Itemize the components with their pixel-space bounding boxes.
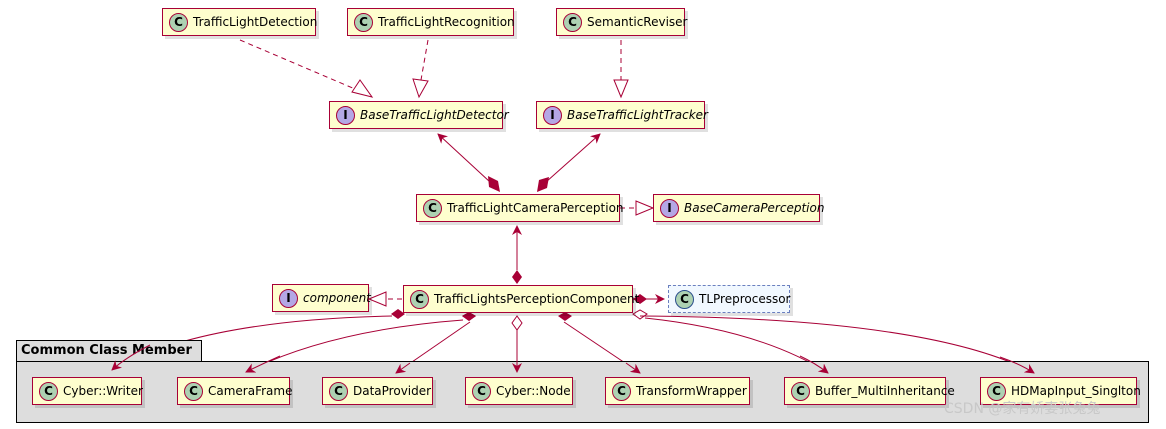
watermark-text: CSDN @家有娇妻张兔兔 [944, 401, 1101, 417]
interface-icon: I [543, 105, 562, 125]
class-name: Cyber::Node [496, 384, 571, 398]
class-icon: C [39, 381, 58, 401]
class-traffic-light-recognition[interactable]: C TrafficLightRecognition [347, 8, 515, 36]
realization-edge-camera-perception [620, 200, 655, 216]
class-transform-wrapper[interactable]: C TransformWrapper [605, 377, 750, 405]
package-title: Common Class Member [21, 343, 192, 358]
class-icon: C [791, 381, 810, 401]
class-icon: C [329, 381, 348, 401]
interface-name: BaseTrafficLightDetector [360, 108, 509, 122]
realization-edge-component [367, 291, 402, 307]
interface-name: BaseCameraPerception [684, 201, 825, 215]
class-name: CameraFrame [208, 384, 293, 398]
package-tab: Common Class Member [16, 340, 202, 362]
interface-icon: I [336, 105, 355, 125]
interface-icon: I [660, 198, 679, 218]
class-name: TrafficLightCameraPerception [447, 201, 624, 215]
class-name: HDMapInput_Singlton [1011, 384, 1141, 398]
interface-component[interactable]: I component [272, 284, 371, 312]
class-camera-frame[interactable]: C CameraFrame [177, 377, 293, 405]
composition-edge-detector [437, 133, 500, 192]
class-icon: C [354, 12, 373, 32]
composition-edge-preprocessor [633, 294, 665, 304]
class-name: SemanticReviser [587, 15, 688, 29]
class-name: DataProvider [353, 384, 432, 398]
class-icon: C [987, 381, 1006, 401]
class-name: TrafficLightsPerceptionComponent [434, 292, 640, 306]
class-icon: C [410, 289, 429, 309]
realization-edge-recognition [412, 39, 429, 99]
class-cyber-node[interactable]: C Cyber::Node [465, 377, 573, 405]
interface-name: component [303, 291, 371, 305]
interface-icon: I [279, 288, 298, 308]
class-traffic-light-detection[interactable]: C TrafficLightDetection [162, 8, 318, 36]
interface-base-traffic-light-detector[interactable]: I BaseTrafficLightDetector [329, 101, 509, 129]
interface-name: BaseTrafficLightTracker [567, 108, 708, 122]
realization-edge-detection [239, 39, 374, 98]
class-semantic-reviser[interactable]: C SemanticReviser [556, 8, 688, 36]
class-buffer-multi-inheritance[interactable]: C Buffer_MultiInheritance [784, 377, 955, 405]
class-name: Cyber::Writer [63, 384, 143, 398]
class-traffic-light-camera-perception[interactable]: C TrafficLightCameraPerception [416, 194, 624, 222]
class-icon: C [169, 12, 188, 32]
class-icon: C [472, 381, 491, 401]
class-traffic-lights-perception-component[interactable]: C TrafficLightsPerceptionComponent [403, 285, 639, 313]
class-name: TLPreprocessor [699, 292, 791, 306]
class-icon: C [563, 12, 582, 32]
class-icon: C [423, 198, 442, 218]
class-icon: C [184, 381, 203, 401]
class-cyber-writer[interactable]: C Cyber::Writer [32, 377, 143, 405]
class-hdmap-input-singlton[interactable]: C HDMapInput_Singlton [980, 377, 1141, 405]
realization-edge-reviser [613, 40, 629, 99]
class-name: Buffer_MultiInheritance [815, 384, 955, 398]
class-data-provider[interactable]: C DataProvider [322, 377, 433, 405]
composition-edge-tracker [537, 133, 601, 192]
class-tl-preprocessor[interactable]: C TLPreprocessor [668, 285, 790, 313]
interface-base-traffic-light-tracker[interactable]: I BaseTrafficLightTracker [536, 101, 708, 129]
composition-edge-camera-perception [512, 225, 522, 284]
class-name: TransformWrapper [636, 384, 747, 398]
interface-base-camera-perception[interactable]: I BaseCameraPerception [653, 194, 824, 222]
class-name: TrafficLightRecognition [378, 15, 515, 29]
class-name: TrafficLightDetection [193, 15, 318, 29]
class-icon: C [612, 381, 631, 401]
class-icon: C [675, 289, 694, 309]
